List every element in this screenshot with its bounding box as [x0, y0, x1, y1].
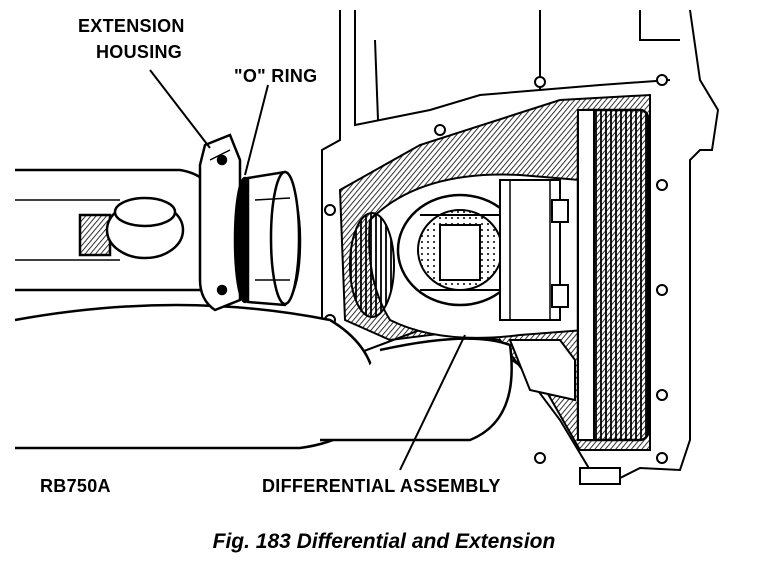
- o-ring-seal: [233, 170, 302, 307]
- case-bolts: [324, 74, 668, 464]
- differential-cavity: [349, 173, 587, 339]
- extension-housing-label-line1: EXTENSION: [78, 16, 185, 36]
- lower-bracket: [508, 339, 621, 485]
- figure-code-label: RB750A: [40, 476, 111, 496]
- extension-tube: [14, 303, 513, 450]
- extension-housing-flange: [198, 133, 242, 312]
- axle-shaft: [15, 168, 217, 292]
- o-ring-label: "O" RING: [234, 66, 317, 86]
- ring-gear: [576, 108, 650, 442]
- extension-housing-label-line2: HOUSING: [96, 42, 182, 62]
- figure-caption: Fig. 183 Differential and Extension: [212, 530, 556, 553]
- leader-lines: [149, 69, 466, 471]
- differential-assembly-label: DIFFERENTIAL ASSEMBLY: [262, 476, 501, 496]
